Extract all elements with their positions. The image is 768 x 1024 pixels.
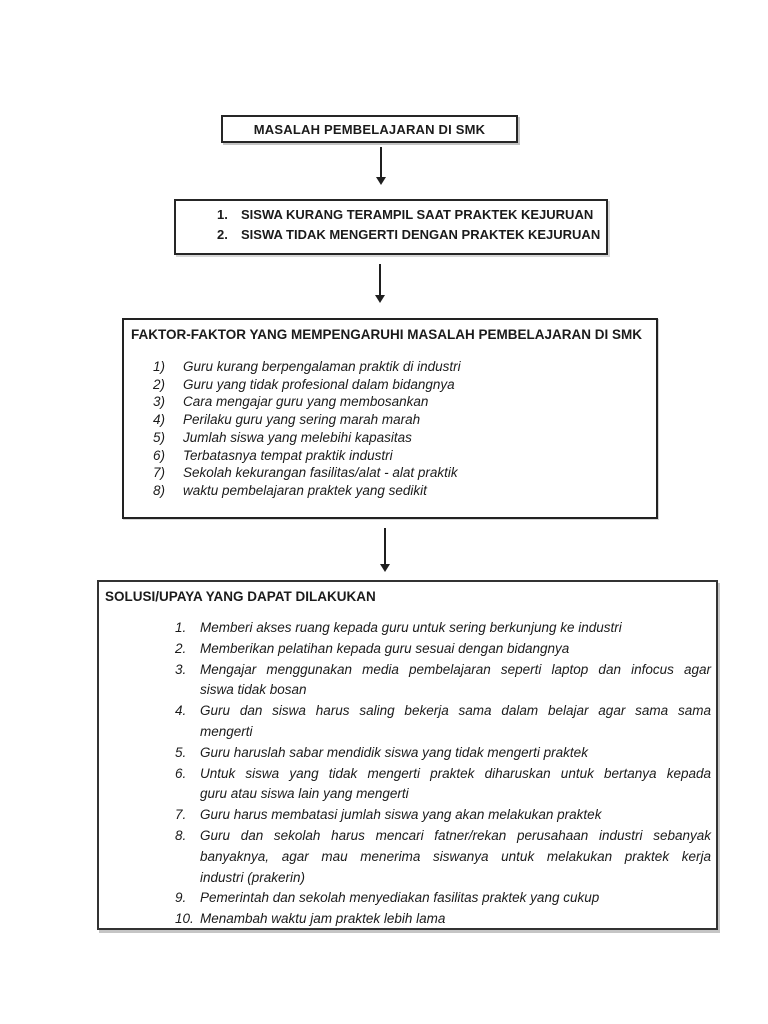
item-number: 4. [175, 703, 187, 719]
item-number: 10. [175, 911, 194, 927]
item-number: 4) [153, 412, 166, 428]
solution-item: 1. Memberi akses ruang kepada guru untuk… [175, 618, 711, 639]
symptom-item: 1. SISWA KURANG TERAMPIL SAAT PRAKTEK KE… [217, 205, 606, 225]
item-text: Guru dan siswa harus saling bekerja sama… [200, 701, 711, 743]
solution-line: siswa tidak bosan [200, 682, 307, 698]
item-text: Untuk siswa yang tidak mengerti praktek … [200, 764, 711, 806]
factor-item: 6) Terbatasnya tempat praktik industri [153, 447, 646, 465]
arrow-head [375, 295, 385, 303]
factors-box: FAKTOR-FAKTOR YANG MEMPENGARUHI MASALAH … [122, 318, 658, 519]
item-number: 7) [153, 465, 166, 481]
arrow-down-icon [374, 264, 386, 303]
item-text: Guru yang tidak profesional dalam bidang… [183, 376, 455, 392]
solution-line: Guru dan sekolah harus mencari fatner/re… [200, 827, 711, 843]
solution-item: 4. Guru dan siswa harus saling bekerja s… [175, 701, 711, 743]
symptom-item: 2. SISWA TIDAK MENGERTI DENGAN PRAKTEK K… [217, 225, 606, 245]
item-number: 1. [217, 207, 228, 222]
arrow-down-icon [375, 147, 387, 185]
solution-line: Guru haruslah sabar mendidik siswa yang … [200, 744, 588, 760]
solution-line: mengerti [200, 723, 253, 739]
item-text: Guru harus membatasi jumlah siswa yang a… [200, 805, 711, 826]
arrow-head [380, 564, 390, 572]
item-text: Guru haruslah sabar mendidik siswa yang … [200, 743, 711, 764]
item-text: Jumlah siswa yang melebihi kapasitas [183, 429, 412, 445]
item-number: 8. [175, 827, 187, 843]
solution-line: Menambah waktu jam praktek lebih lama [200, 911, 446, 927]
factors-list: 1) Guru kurang berpengalaman praktik di … [153, 358, 646, 500]
arrow-shaft [379, 264, 381, 295]
solution-line: Mengajar menggunakan media pembelajaran … [200, 661, 711, 677]
item-number: 8) [153, 482, 166, 498]
factor-item: 7) Sekolah kekurangan fasilitas/alat - a… [153, 464, 646, 482]
item-number: 2. [217, 227, 228, 242]
symptoms-box: 1. SISWA KURANG TERAMPIL SAAT PRAKTEK KE… [174, 199, 608, 255]
arrow-down-icon [379, 528, 391, 572]
item-number: 6) [153, 447, 166, 463]
item-text: Pemerintah dan sekolah menyediakan fasil… [200, 888, 711, 909]
solution-item: 5. Guru haruslah sabar mendidik siswa ya… [175, 743, 711, 764]
factors-box-title: FAKTOR-FAKTOR YANG MEMPENGARUHI MASALAH … [131, 326, 643, 342]
item-text: Guru kurang berpengalaman praktik di ind… [183, 359, 461, 374]
solution-line: Guru dan siswa harus saling bekerja sama… [200, 703, 711, 719]
solution-line: Guru harus membatasi jumlah siswa yang a… [200, 807, 602, 823]
solution-line: Memberikan pelatihan kepada guru sesuai … [200, 640, 570, 656]
solution-line: industri (prakerin) [200, 869, 306, 885]
solution-item: 6. Untuk siswa yang tidak mengerti prakt… [175, 764, 711, 806]
item-number: 3. [175, 661, 187, 677]
solution-item: 7. Guru harus membatasi jumlah siswa yan… [175, 805, 711, 826]
solution-item: 8. Guru dan sekolah harus mencari fatner… [175, 826, 711, 888]
solutions-box-title: SOLUSI/UPAYA YANG DAPAT DILAKUKAN [105, 589, 376, 604]
item-text: Memberikan pelatihan kepada guru sesuai … [200, 639, 711, 660]
solution-line: banyaknya, agar mau menerima siswanya un… [200, 848, 711, 864]
item-number: 2. [175, 640, 187, 656]
item-text: Perilaku guru yang sering marah marah [183, 412, 421, 428]
item-number: 7. [175, 807, 187, 823]
solution-item: 3. Mengajar menggunakan media pembelajar… [175, 660, 711, 702]
arrow-shaft [384, 528, 386, 564]
solution-item: 9. Pemerintah dan sekolah menyediakan fa… [175, 888, 711, 909]
item-number: 1) [153, 359, 166, 374]
factor-item: 3) Cara mengajar guru yang membosankan [153, 393, 646, 411]
factor-item: 8) waktu pembelajaran praktek yang sedik… [153, 482, 646, 500]
item-number: 5) [153, 429, 166, 445]
solutions-list: 1. Memberi akses ruang kepada guru untuk… [175, 618, 711, 930]
item-text: Menambah waktu jam praktek lebih lama [200, 909, 711, 930]
item-number: 9. [175, 890, 187, 906]
item-text: Guru dan sekolah harus mencari fatner/re… [200, 826, 711, 888]
solution-item: 2. Memberikan pelatihan kepada guru sesu… [175, 639, 711, 660]
item-text: Mengajar menggunakan media pembelajaran … [200, 660, 711, 702]
factor-item: 2) Guru yang tidak profesional dalam bid… [153, 376, 646, 394]
arrow-shaft [380, 147, 382, 177]
solution-line: Untuk siswa yang tidak mengerti praktek … [200, 765, 711, 781]
item-text: SISWA TIDAK MENGERTI DENGAN PRAKTEK KEJU… [241, 227, 601, 242]
factor-item: 4) Perilaku guru yang sering marah marah [153, 411, 646, 429]
problem-box-title: MASALAH PEMBELAJARAN DI SMK [253, 121, 486, 137]
solution-item: 10. Menambah waktu jam praktek lebih lam… [175, 909, 711, 930]
solution-line: guru atau siswa lain yang mengerti [200, 786, 409, 802]
item-text: SISWA KURANG TERAMPIL SAAT PRAKTEK KEJUR… [241, 207, 594, 222]
factor-item: 5) Jumlah siswa yang melebihi kapasitas [153, 429, 646, 447]
item-text: Terbatasnya tempat praktik industri [183, 447, 393, 463]
item-number: 3) [153, 394, 166, 410]
item-number: 5. [175, 744, 187, 760]
arrow-head [376, 177, 386, 185]
item-number: 1. [175, 620, 187, 635]
item-text: Memberi akses ruang kepada guru untuk se… [200, 618, 711, 639]
factor-item: 1) Guru kurang berpengalaman praktik di … [153, 358, 646, 376]
solution-line: Pemerintah dan sekolah menyediakan fasil… [200, 890, 600, 906]
item-text: Sekolah kekurangan fasilitas/alat - alat… [183, 465, 458, 481]
solution-line: Memberi akses ruang kepada guru untuk se… [200, 620, 622, 635]
item-number: 2) [153, 376, 166, 392]
item-text: waktu pembelajaran praktek yang sedikit [183, 482, 427, 498]
item-text: Cara mengajar guru yang membosankan [183, 394, 429, 410]
problem-box: MASALAH PEMBELAJARAN DI SMK [221, 115, 518, 143]
item-number: 6. [175, 765, 187, 781]
solutions-box: SOLUSI/UPAYA YANG DAPAT DILAKUKAN 1. Mem… [97, 580, 718, 930]
